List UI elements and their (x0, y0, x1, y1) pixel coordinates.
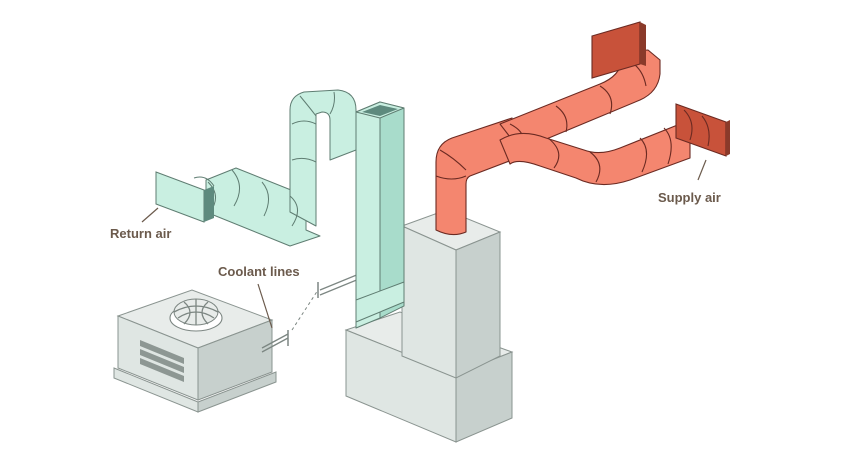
outdoor-condenser-unit (113, 289, 277, 413)
supply-air-register-lower (675, 103, 730, 157)
coolant-lines-leader-line (257, 283, 273, 329)
label-return-air-group: Return air (110, 207, 171, 241)
return-air-label: Return air (110, 226, 171, 241)
label-coolant-lines-group: Coolant lines (218, 264, 300, 329)
condenser-fan-grille (169, 298, 223, 332)
condenser-vent-slats (140, 340, 184, 382)
supply-air-duct (435, 21, 730, 236)
return-air-grille (155, 171, 215, 223)
coolant-lines-label: Coolant lines (218, 264, 300, 279)
return-air-leader-line (141, 207, 159, 223)
supply-air-label: Supply air (658, 190, 721, 205)
label-supply-air-group: Supply air (658, 159, 721, 205)
supply-air-register-upper (591, 21, 646, 79)
air-handler-cabinet (400, 209, 502, 379)
return-air-duct (155, 89, 405, 329)
supply-air-leader-line (697, 159, 707, 181)
